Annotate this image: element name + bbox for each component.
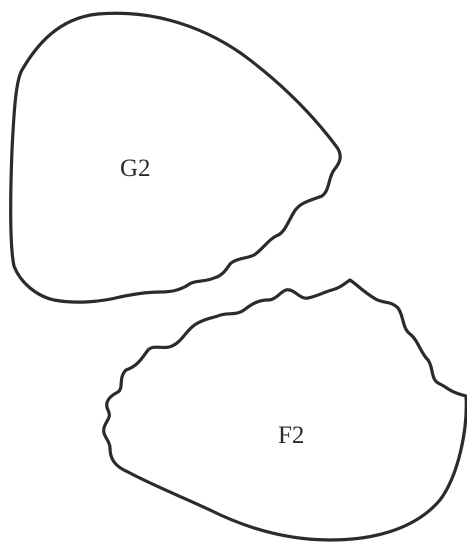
piece-g2: G2 (11, 13, 341, 302)
piece-f2-outline (104, 280, 467, 540)
piece-f2-label: F2 (278, 422, 304, 449)
piece-g2-outline (11, 13, 341, 302)
piece-g2-label: G2 (120, 155, 151, 182)
piece-f2: F2 (104, 280, 467, 540)
